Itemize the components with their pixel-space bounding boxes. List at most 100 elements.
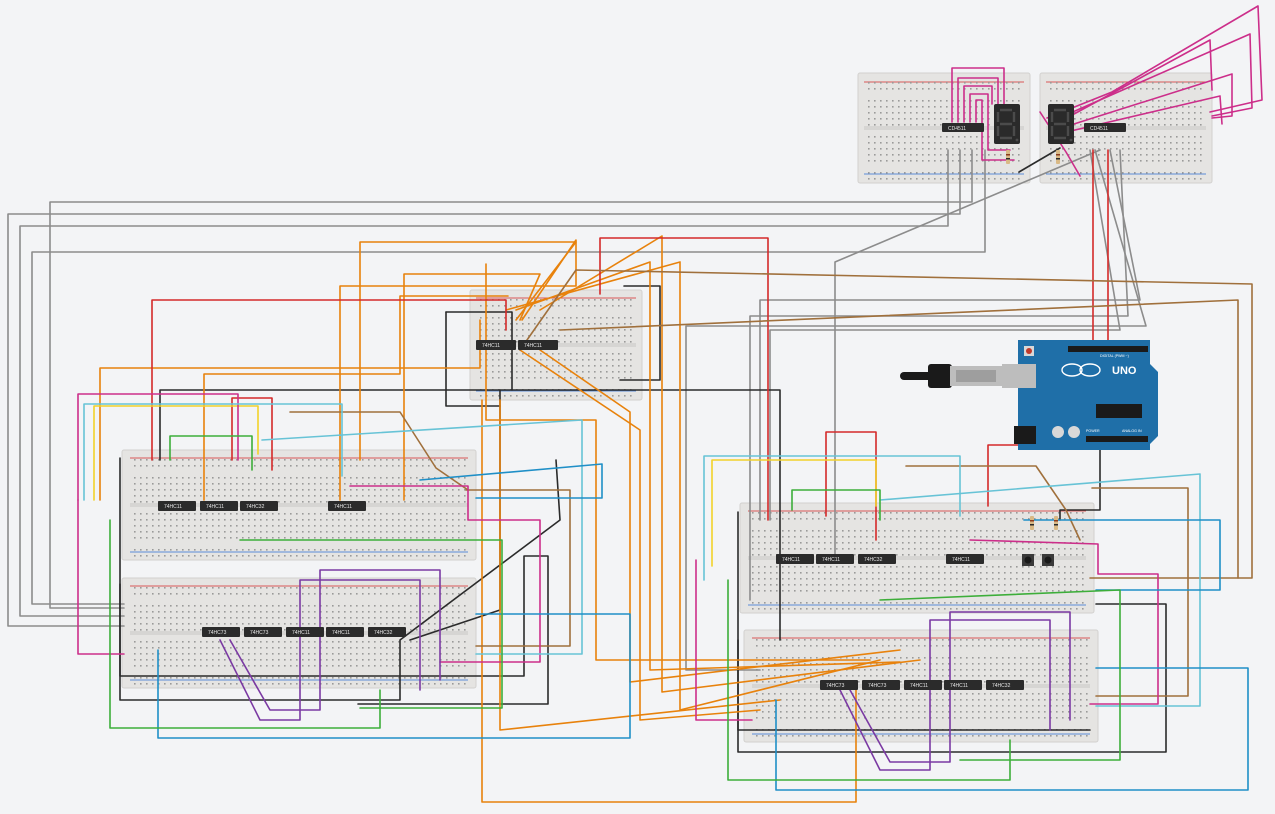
breadboard-hole — [1068, 657, 1070, 659]
breadboard-hole — [552, 353, 554, 355]
breadboard-hole — [164, 665, 166, 667]
resistor-icon[interactable] — [1054, 516, 1058, 530]
breadboard-hole — [206, 653, 208, 655]
breadboard-hole — [278, 459, 280, 461]
resistor-icon[interactable] — [1030, 516, 1034, 530]
chip-right-lower-1[interactable]: 74HC73 — [820, 680, 858, 690]
breadboard-hole — [986, 584, 988, 586]
chip-display-driver-right[interactable]: CD4511 — [1084, 123, 1126, 132]
breadboard-hole — [284, 677, 286, 679]
breadboard-hole — [446, 489, 448, 491]
chip-left-lower-5[interactable]: 74HC32 — [368, 627, 406, 637]
breadboard-hole — [552, 395, 554, 397]
breadboard-hole — [516, 365, 518, 367]
breadboard-hole — [170, 623, 172, 625]
breadboard-hole — [434, 641, 436, 643]
breadboard-hole — [140, 611, 142, 613]
breadboard-hole — [968, 602, 970, 604]
breadboard-hole — [170, 587, 172, 589]
chip-right-upper-4[interactable]: 74HC11 — [946, 554, 984, 564]
breadboard-hole — [1086, 82, 1088, 84]
usb-cable-icon[interactable] — [900, 364, 1002, 388]
breadboard-hole — [836, 578, 838, 580]
chip-right-lower-2[interactable]: 74HC73 — [862, 680, 900, 690]
chip-right-upper-3[interactable]: 74HC32 — [858, 554, 896, 564]
breadboard-hole — [446, 525, 448, 527]
chip-left-lower-3[interactable]: 74HC11 — [286, 627, 324, 637]
breadboard-hole — [176, 683, 178, 685]
chip-top-center-1[interactable]: 74HC11 — [476, 340, 516, 350]
breadboard-hole — [332, 683, 334, 685]
breadboard-hole — [588, 299, 590, 301]
chip-right-lower-5[interactable]: 74HC32 — [986, 680, 1024, 690]
chip-left-upper-2[interactable]: 74HC11 — [200, 501, 238, 511]
breadboard-hole — [140, 647, 142, 649]
chip-left-upper-3[interactable]: 74HC32 — [240, 501, 278, 511]
breadboard-hole — [158, 647, 160, 649]
breadboard-hole — [236, 549, 238, 551]
breadboard-hole — [356, 519, 358, 521]
reset-button-icon[interactable] — [1024, 346, 1034, 356]
breadboard-hole — [984, 645, 986, 647]
breadboard-hole — [1026, 705, 1028, 707]
breadboard-hole — [212, 537, 214, 539]
breadboard-hole — [986, 578, 988, 580]
chip-right-lower-3[interactable]: 74HC11 — [904, 680, 942, 690]
breadboard-hole — [1034, 584, 1036, 586]
breadboard-hole — [830, 548, 832, 550]
breadboard-hole — [908, 518, 910, 520]
chip-left-lower-4[interactable]: 74HC11 — [326, 627, 364, 637]
push-button-icon[interactable] — [1022, 554, 1034, 566]
breadboard-hole — [1134, 148, 1136, 150]
breadboard-hole — [146, 641, 148, 643]
seven-segment-display-icon[interactable] — [1048, 104, 1074, 144]
breadboard-hole — [1062, 639, 1064, 641]
chip-right-upper-1[interactable]: 74HC11 — [776, 554, 814, 564]
breadboard-hole — [398, 531, 400, 533]
breadboard-hole — [302, 477, 304, 479]
breadboard-hole — [1140, 118, 1142, 120]
breadboard-hole — [314, 531, 316, 533]
wire-layer[interactable] — [7, 5, 1263, 803]
breadboard-hole — [934, 88, 936, 90]
breadboard-hole — [480, 395, 482, 397]
breadboard-hole — [152, 465, 154, 467]
breadboard-hole — [946, 148, 948, 150]
resistor-icon[interactable] — [1056, 150, 1060, 164]
chip-left-lower-1[interactable]: 74HC73 — [202, 627, 240, 637]
resistor-icon[interactable] — [1006, 150, 1010, 164]
breadboard-hole — [1188, 118, 1190, 120]
breadboard-hole — [822, 675, 824, 677]
breadboard-hole — [990, 699, 992, 701]
breadboard-hole — [1056, 717, 1058, 719]
breadboard-hole — [756, 639, 758, 641]
wire — [359, 241, 577, 461]
breadboard-hole — [224, 525, 226, 527]
chip-right-lower-4[interactable]: 74HC11 — [944, 680, 982, 690]
push-button-icon[interactable] — [1042, 554, 1054, 566]
chip-left-upper-4[interactable]: 74HC11 — [328, 501, 366, 511]
seven-segment-display-icon[interactable] — [994, 104, 1020, 144]
chip-left-lower-2[interactable]: 74HC73 — [244, 627, 282, 637]
breadboard-hole — [884, 548, 886, 550]
breadboard-hole — [1070, 530, 1072, 532]
chip-right-upper-2[interactable]: 74HC11 — [816, 554, 854, 564]
breadboard-hole — [788, 566, 790, 568]
breadboard-hole — [594, 365, 596, 367]
breadboard-hole — [416, 647, 418, 649]
breadboard-hole — [218, 513, 220, 515]
breadboard-hole — [368, 587, 370, 589]
breadboard-hole — [380, 525, 382, 527]
arduino-uno-board[interactable]: UNO DIGITAL (PWM ~) POWER ANALOG IN — [1002, 340, 1158, 450]
chip-top-center-2[interactable]: 74HC11 — [518, 340, 558, 350]
breadboard-hole — [992, 548, 994, 550]
breadboard-hole — [1020, 657, 1022, 659]
breadboard-hole — [978, 711, 980, 713]
breadboard-hole — [422, 495, 424, 497]
breadboard-hole — [858, 639, 860, 641]
chip-left-upper-1[interactable]: 74HC11 — [158, 501, 196, 511]
chip-display-driver-left[interactable]: CD4511 — [942, 123, 984, 132]
breadboard-hole — [1044, 681, 1046, 683]
breadboard-hole — [404, 531, 406, 533]
